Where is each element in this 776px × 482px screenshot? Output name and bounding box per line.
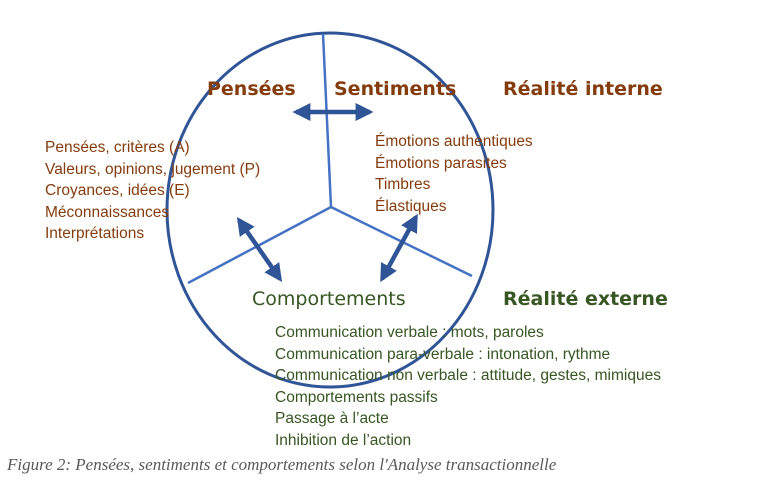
list-item: Communication verbale : mots, paroles <box>275 324 544 341</box>
figure-caption: Figure 2: Pensées, sentiments et comport… <box>7 455 557 474</box>
pensees-list: Pensées, critères (A) Valeurs, opinions,… <box>45 137 260 245</box>
list-item: Valeurs, opinions, jugement (P) <box>45 160 261 178</box>
list-item: Méconnaissances <box>45 203 170 221</box>
list-item: Pensées, critères (A) <box>45 139 190 156</box>
arrow-sentiments-comportements <box>380 213 418 283</box>
arrow-pensees-comportements <box>236 217 283 282</box>
divider-top <box>321 33 333 208</box>
list-item: Émotions authentiques <box>375 133 533 150</box>
list-item: Interprétations <box>45 225 145 242</box>
comportements-list: Communication verbale : mots, paroles Co… <box>275 322 661 451</box>
circle <box>165 31 495 389</box>
list-item: Croyances, idées (E) <box>45 182 190 199</box>
heading-realite-externe: Réalité externe <box>503 288 668 310</box>
heading-realite-interne: Réalité interne <box>503 78 663 100</box>
heading-sentiments: Sentiments <box>334 78 457 100</box>
list-item: Communication para-verbale : intonation,… <box>275 345 611 363</box>
list-item: Passage à l’acte <box>275 410 389 427</box>
list-item: Timbres <box>375 176 431 193</box>
list-item: Inhibition de l’action <box>275 431 412 449</box>
sentiments-list: Émotions authentiques Émotions parasites… <box>375 131 533 217</box>
heading-comportements: Comportements <box>252 288 406 310</box>
list-item: Élastiques <box>375 197 447 215</box>
heading-pensees: Pensées <box>207 78 296 100</box>
list-item: Communication non verbale : attitude, ge… <box>275 367 661 384</box>
list-item: Émotions parasites <box>375 154 507 172</box>
list-item: Comportements passifs <box>275 388 438 406</box>
